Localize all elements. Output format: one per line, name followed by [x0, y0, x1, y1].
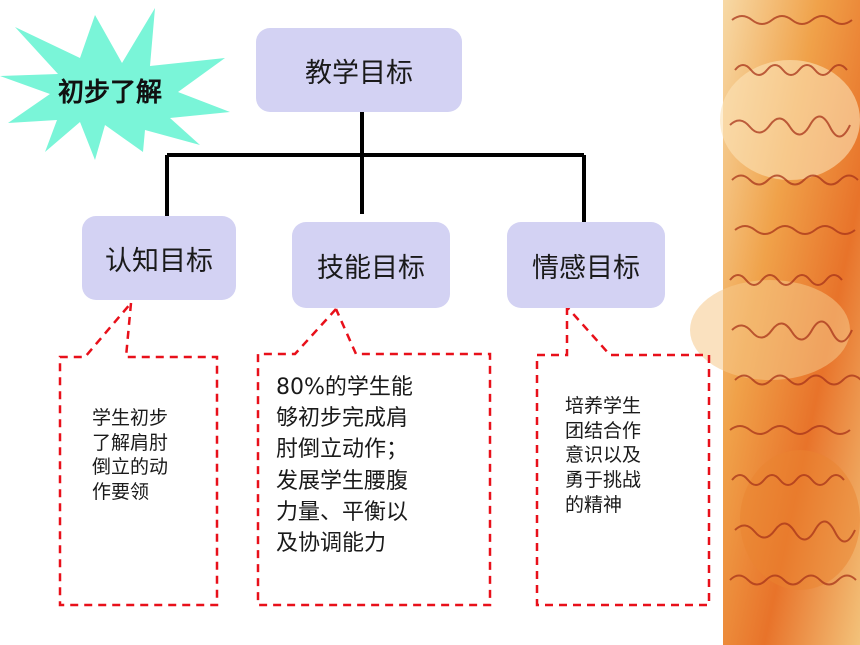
callout-text-line: 够初步完成肩 [276, 406, 409, 432]
child-node-affective: 情感目标 [507, 222, 665, 308]
callout-text-cognitive: 学生初步了解肩肘倒立的动作要领 [92, 406, 202, 505]
badge-label: 初步了解 [58, 78, 163, 108]
root-node: 教学目标 [256, 28, 462, 112]
callout-text-skill: 80%的学生能够初步完成肩肘倒立动作； 发展学生腰腹力量、平衡以及协调能力 [276, 372, 476, 559]
callout-mid-border [256, 308, 492, 607]
callout-right-border [535, 306, 711, 607]
callout-text-line: 了解肩肘 [92, 431, 169, 454]
child-node-skill: 技能目标 [292, 222, 450, 308]
child-node-label: 技能目标 [317, 252, 425, 284]
callout-text-line: 团结合作 [565, 419, 642, 442]
callout-text-line: 肘倒立动作； [276, 437, 409, 463]
child-node-label: 情感目标 [532, 252, 640, 284]
tree-connectors [165, 112, 586, 222]
callout-left-border [58, 302, 219, 607]
child-node-cognitive: 认知目标 [82, 216, 236, 300]
callout-text-line: 发展学生腰腹 [276, 468, 409, 494]
handwriting-texture [729, 15, 860, 586]
callout-text-line: 的精神 [565, 493, 623, 516]
callout-text-line: 培养学生 [565, 395, 642, 417]
callout-text-line: 意识以及 [565, 444, 642, 467]
callout-text-affective: 培养学生团结合作意识以及勇于挑战的精神 [565, 394, 675, 517]
callout-text-line: 80%的学生能 [276, 375, 413, 400]
callout-text-line: 及协调能力 [276, 531, 387, 557]
callout-text-line: 勇于挑战 [565, 469, 642, 492]
child-node-label: 认知目标 [105, 245, 213, 277]
callout-text-line: 作要领 [92, 481, 150, 504]
root-node-label: 教学目标 [305, 57, 413, 89]
starburst-badge [0, 8, 230, 160]
decorative-background-panel [690, 0, 860, 645]
callout-text-line: 力量、平衡以 [276, 499, 409, 525]
callout-text-line: 倒立的动 [92, 456, 169, 479]
callout-text-line: 学生初步 [92, 407, 169, 429]
